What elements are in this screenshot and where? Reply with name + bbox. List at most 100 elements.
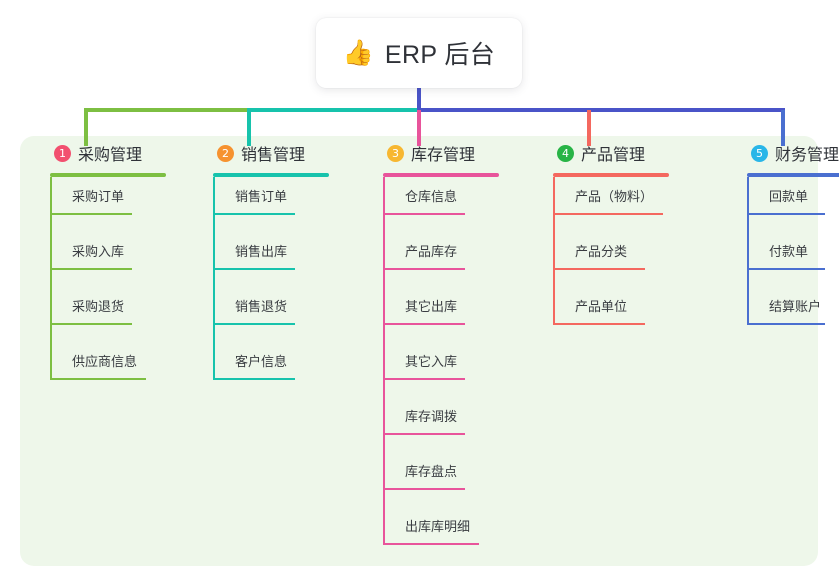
branch-item[interactable]: 客户信息 [213,342,339,397]
branch-item[interactable]: 采购订单 [50,177,176,232]
branch-header-5[interactable]: 5 财务管理 [737,136,839,170]
branch-spine [383,177,385,543]
branch-item[interactable]: 库存盘点 [383,452,509,507]
branch-item[interactable]: 付款单 [747,232,839,287]
branch-item-label: 采购入库 [72,244,125,259]
branch-item-label: 其它入库 [405,354,458,369]
branch-spine [553,177,555,323]
branch-item[interactable]: 产品库存 [383,232,509,287]
branch-item-rule [50,378,146,380]
branch-item[interactable]: 产品分类 [553,232,679,287]
branch-item-rule [213,268,295,270]
branch-item-label: 库存盘点 [405,464,458,479]
root-node-card[interactable]: 👍 ERP 后台 [316,18,522,88]
branch-title: 销售管理 [241,147,306,164]
branch-number-badge: 3 [387,144,404,162]
branch-item-label: 产品库存 [405,244,458,259]
branch-item-rule [213,213,295,215]
branch-item-label: 产品单位 [575,299,628,314]
branch-item-rule [553,213,663,215]
branch-item-rule [747,213,825,215]
branch-item-label: 产品（物料） [575,189,654,204]
branch-item[interactable]: 结算账户 [747,287,839,342]
branch-item-label: 客户信息 [235,354,288,369]
branch-header-rule [50,173,166,177]
branch-item-label: 销售出库 [235,244,288,259]
branch-item-rule [747,323,825,325]
branch-item-rule [383,378,465,380]
branch-item[interactable]: 回款单 [747,177,839,232]
branch-number-badge: 5 [751,144,768,162]
branch-item-rule [383,433,465,435]
branch-item-rule [50,268,132,270]
branch-item-label: 产品分类 [575,244,628,259]
branch-item-rule [50,213,132,215]
branch-item-list: 采购订单采购入库采购退货供应商信息 [50,177,176,397]
branch-item[interactable]: 销售出库 [213,232,339,287]
branch-column-2: 2 销售管理销售订单销售出库销售退货客户信息 [203,136,329,380]
branch-title: 库存管理 [411,147,476,164]
branch-item[interactable]: 产品单位 [553,287,679,342]
branch-item-rule [383,213,465,215]
branch-item-label: 采购订单 [72,189,125,204]
branch-header-1[interactable]: 1 采购管理 [40,136,166,170]
branch-item[interactable]: 产品（物料） [553,177,679,232]
branch-item[interactable]: 仓库信息 [383,177,509,232]
branch-header-2[interactable]: 2 销售管理 [203,136,329,170]
branch-spine [213,177,215,378]
branch-item[interactable]: 采购退货 [50,287,176,342]
branch-item[interactable]: 采购入库 [50,232,176,287]
branch-number-badge: 2 [217,144,234,162]
branch-item-label: 其它出库 [405,299,458,314]
branch-spine [747,177,749,323]
branch-header-rule [213,173,329,177]
branch-item-label: 付款单 [769,244,809,259]
branch-item[interactable]: 其它出库 [383,287,509,342]
branch-item[interactable]: 其它入库 [383,342,509,397]
branch-item-label: 仓库信息 [405,189,458,204]
branch-item-label: 供应商信息 [72,354,138,369]
root-node-title: ERP 后台 [384,41,496,69]
branch-column-3: 3 库存管理仓库信息产品库存其它出库其它入库库存调拨库存盘点出库库明细 [373,136,499,545]
branch-item-label: 库存调拨 [405,409,458,424]
branch-item-rule [747,268,825,270]
branch-header-3[interactable]: 3 库存管理 [373,136,499,170]
branch-title: 采购管理 [78,147,143,164]
branch-item-list: 仓库信息产品库存其它出库其它入库库存调拨库存盘点出库库明细 [383,177,509,562]
branch-item-rule [383,268,465,270]
branch-item-rule [383,488,465,490]
branch-item-label: 采购退货 [72,299,125,314]
branch-item-rule [553,323,645,325]
diagram-panel-background [20,136,818,566]
branch-item-rule [213,378,295,380]
branch-item-label: 销售退货 [235,299,288,314]
branch-item[interactable]: 供应商信息 [50,342,176,397]
branch-item-list: 销售订单销售出库销售退货客户信息 [213,177,339,397]
branch-column-1: 1 采购管理采购订单采购入库采购退货供应商信息 [40,136,166,380]
branch-item-list: 回款单付款单结算账户 [747,177,839,342]
branch-header-rule [383,173,499,177]
branch-item-rule [50,323,132,325]
branch-header-rule [553,173,669,177]
branch-item-label: 销售订单 [235,189,288,204]
branch-item[interactable]: 库存调拨 [383,397,509,452]
branch-item-list: 产品（物料） 产品分类产品单位 [553,177,679,342]
branch-item-label: 出库库明细 [405,519,471,534]
branch-item[interactable]: 出库库明细 [383,507,509,562]
thumbs-up-emoji: 👍 [342,38,374,67]
branch-title: 财务管理 [775,147,839,164]
branch-item[interactable]: 销售订单 [213,177,339,232]
branch-item-rule [383,323,465,325]
branch-item-rule [383,543,479,545]
branch-item[interactable]: 销售退货 [213,287,339,342]
branch-item-rule [553,268,645,270]
branch-spine [50,177,52,378]
branch-title: 产品管理 [581,147,646,164]
branch-number-badge: 1 [54,144,71,162]
branch-columns: 1 采购管理采购订单采购入库采购退货供应商信息 2 销售管理销售订单销售出库销售退货客… [20,136,839,566]
branch-item-label: 回款单 [769,189,809,204]
branch-item-rule [213,323,295,325]
